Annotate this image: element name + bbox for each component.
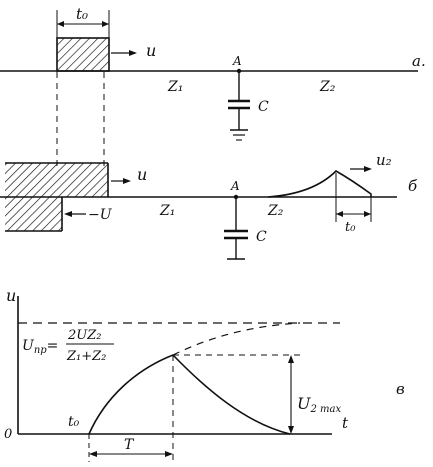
panel-c-tau-arrow-right [165,451,173,457]
panel-b-transmitted-arrowhead [364,166,372,172]
panel-b-reflected-label: −U [88,207,113,223]
panel-c-asymptote-denominator: Z₁+Z₂ [66,349,106,364]
panel-c-peak-label: U2 max [297,394,341,415]
panel-b-node-label: A [230,179,240,193]
panel-b: u −U A C Z₁ Z₂ u₂ t₀ б [0,151,418,260]
panel-a-node-label: A [232,54,242,68]
panel-a-pulse-width-label: t₀ [76,5,88,23]
panel-c: u t 0 Uпр= 2UZ₂ Z₁+Z₂ U2 max t₀ T в [4,286,405,462]
panel-b-incident-wave [5,163,108,197]
panel-b-wave-label: u [137,165,147,184]
panel-c-asymptote-lhs: Uпр= [22,338,58,356]
panel-c-letter: в [396,380,405,398]
panel-a-z2-label: Z₂ [319,79,336,95]
panel-a-direction-arrowhead [129,50,137,56]
panel-c-asymptote-numerator: 2UZ₂ [67,328,101,343]
panel-a-letter: а. [412,52,426,70]
panel-c-x-axis-label: t [342,414,349,432]
panel-b-reflected-arrowhead [64,211,72,217]
panel-a-dim-arrow-left [57,21,64,27]
panel-a: t₀ u A C Z₁ Z₂ а. [0,5,426,141]
panel-b-dim-arrow-right [364,211,371,217]
panel-c-peak-u: U [297,394,311,413]
panel-b-letter: б [408,177,418,195]
panel-a-dim-arrow-right [102,21,109,27]
panel-c-peak-sub: 2 max [309,404,341,415]
panel-c-t0-label: t₀ [68,414,80,430]
panel-c-charging-curve [88,354,174,435]
panel-c-asymptote-eq: = [47,338,59,354]
panel-b-dim-arrow-left [336,211,343,217]
panel-b-z2-label: Z₂ [267,203,284,219]
panel-a-z1-label: Z₁ [167,79,183,95]
panel-c-tau-arrow-left [89,451,97,457]
panel-b-incident-arrowhead [123,178,131,184]
panel-b-transmitted-pulse [267,170,372,198]
panel-c-origin-label: 0 [4,427,12,442]
panel-c-peak-dim-arrow-top [288,355,294,363]
panel-c-y-axis-label: u [6,286,16,305]
panel-c-tau-label: T [124,437,135,453]
panel-b-pulse-width-label: t₀ [345,220,356,235]
panel-a-pulse [56,37,110,72]
panel-c-discharge-curve [172,354,291,435]
panel-c-charging-continuation [172,322,301,356]
panel-c-asymptote-sub: пр [34,345,47,356]
panel-b-capacitor-label: C [256,229,267,245]
panel-b-z1-label: Z₁ [159,203,175,219]
panel-c-asymptote-u: U [22,338,35,354]
panel-b-transmitted-label: u₂ [376,151,392,169]
panel-a-wave-label: u [146,41,156,60]
panel-b-reflected-wave [5,197,62,231]
panel-a-capacitor-label: C [258,99,269,115]
panel-c-peak-dim-arrow-bottom [288,426,294,434]
